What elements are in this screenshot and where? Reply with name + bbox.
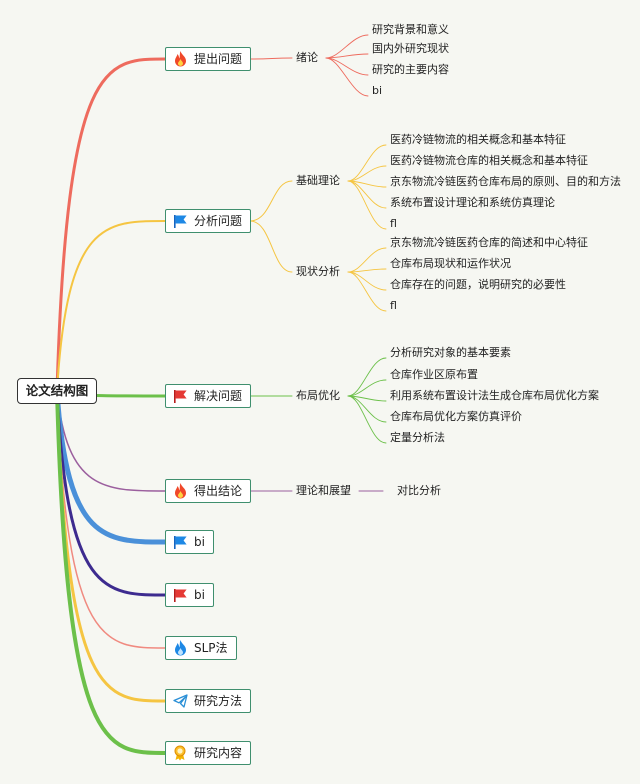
leaf-label[interactable]: 仓库布局优化方案仿真评价 — [390, 410, 522, 423]
leaf-label[interactable]: fl — [390, 299, 397, 312]
leaf-label[interactable]: 研究背景和意义 — [372, 23, 449, 36]
leaf-connector — [347, 180, 387, 209]
sub-connector — [249, 180, 293, 222]
leaf-label[interactable]: 医药冷链物流的相关概念和基本特征 — [390, 133, 566, 146]
sub-connector — [249, 57, 293, 60]
branch-node[interactable]: 研究内容 — [165, 741, 252, 765]
leaf-label[interactable]: bi — [372, 84, 383, 97]
branch-label: 研究内容 — [194, 746, 243, 760]
leaf-connector — [325, 57, 369, 97]
topic-label[interactable]: 理论和展望 — [296, 484, 351, 497]
branch-label: bi — [194, 535, 205, 549]
leaf-connector — [347, 271, 387, 312]
branch-node[interactable]: 研究方法 — [165, 689, 252, 713]
branch-label: 解决问题 — [194, 389, 243, 403]
sub-connector — [249, 220, 293, 273]
blue-fire-icon — [172, 640, 188, 656]
award-icon — [172, 745, 188, 761]
blue-flag-icon — [172, 213, 188, 229]
red-flag-icon — [172, 388, 188, 404]
branch-node[interactable]: bi — [165, 530, 214, 554]
fire-icon — [172, 483, 188, 499]
branch-connector — [56, 220, 166, 392]
branch-label: 提出问题 — [194, 52, 243, 66]
root-label: 论文结构图 — [25, 382, 89, 398]
leaf-connector — [347, 357, 387, 397]
leaf-label[interactable]: 京东物流冷链医药仓库布局的原则、目的和方法 — [390, 175, 621, 188]
leaf-connector — [347, 247, 387, 273]
branch-connector — [55, 389, 167, 703]
branch-connector — [55, 389, 167, 597]
fire-icon — [172, 51, 188, 67]
leaf-connector — [347, 180, 387, 230]
topic-label[interactable]: 绪论 — [296, 51, 318, 64]
branch-node[interactable]: SLP法 — [165, 636, 237, 660]
branch-connector — [55, 57, 167, 393]
topic-label[interactable]: 基础理论 — [296, 174, 340, 187]
leaf-label[interactable]: 仓库存在的问题，说明研究的必要性 — [390, 278, 566, 291]
leaf-connector — [347, 379, 387, 397]
leaf-label[interactable]: 医药冷链物流仓库的相关概念和基本特征 — [390, 154, 588, 167]
branch-connector — [55, 389, 167, 755]
leaf-connector — [347, 395, 387, 444]
leaf-label[interactable]: 国内外研究现状 — [372, 42, 449, 55]
leaf-label[interactable]: 仓库布局现状和运作状况 — [390, 257, 511, 270]
branch-node[interactable]: 得出结论 — [165, 479, 252, 503]
leaf-label[interactable]: 京东物流冷链医药仓库的简述和中心特征 — [390, 236, 588, 249]
branch-label: 得出结论 — [194, 484, 243, 498]
leaf-connector — [347, 395, 387, 423]
topic-label[interactable]: 现状分析 — [296, 265, 340, 278]
leaf-label[interactable]: 系统布置设计理论和系统仿真理论 — [390, 196, 555, 209]
branch-label: bi — [194, 588, 205, 602]
branch-node[interactable]: 分析问题 — [165, 209, 252, 233]
blue-flag-icon — [172, 534, 188, 550]
branch-label: 分析问题 — [194, 214, 243, 228]
leaf-connector — [325, 34, 369, 59]
branch-node[interactable]: 提出问题 — [165, 47, 252, 71]
leaf-label[interactable]: 研究的主要内容 — [372, 63, 449, 76]
leaf-label[interactable]: 对比分析 — [397, 484, 441, 497]
branch-node[interactable]: bi — [165, 583, 214, 607]
leaf-label[interactable]: 定量分析法 — [390, 431, 445, 444]
branch-node[interactable]: 解决问题 — [165, 384, 252, 408]
branch-label: 研究方法 — [194, 694, 243, 708]
leaf-label[interactable]: 利用系统布置设计法生成仓库布局优化方案 — [390, 389, 599, 402]
branch-connector — [54, 388, 168, 545]
branch-connector — [56, 390, 166, 492]
leaf-connector — [347, 144, 387, 182]
branch-label: SLP法 — [194, 641, 228, 655]
leaf-connector — [347, 165, 387, 182]
topic-label[interactable]: 布局优化 — [296, 389, 340, 402]
leaf-connector — [325, 53, 369, 59]
paper-plane-icon — [172, 693, 188, 709]
root-node[interactable]: 论文结构图 — [17, 378, 97, 404]
leaf-label[interactable]: 分析研究对象的基本要素 — [390, 346, 511, 359]
red-flag-icon — [172, 587, 188, 603]
leaf-label[interactable]: fl — [390, 217, 397, 230]
leaf-label[interactable]: 仓库作业区原布置 — [390, 368, 478, 381]
